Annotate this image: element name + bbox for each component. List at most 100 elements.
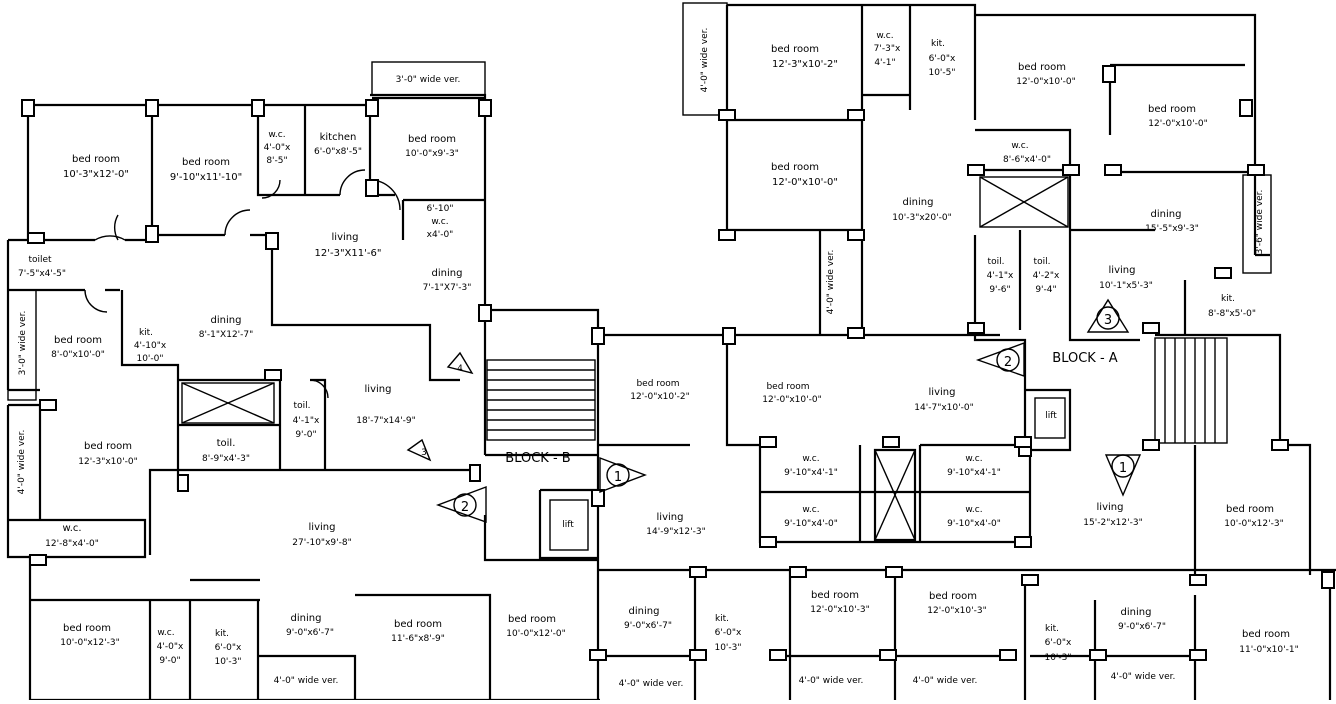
room-dim: 9'-10"x4'-0": [784, 519, 838, 529]
room-name: w.c.: [157, 628, 174, 638]
room-dim: 9'-0"x6'-7": [1118, 622, 1166, 632]
verandah-label: 3'-0" wide ver.: [18, 311, 28, 376]
room-dim: x4'-0": [427, 230, 454, 240]
room-dim: 8'-9"x4'-3": [202, 454, 250, 464]
room-dim: 4'-0"x: [264, 143, 291, 153]
marker-arrow: [406, 438, 432, 462]
room-name: living: [1097, 502, 1124, 513]
room-dim: 4'-10"x: [134, 341, 167, 351]
room-name: bed room: [54, 335, 102, 346]
room-dim: 10'-0"x9'-3": [405, 149, 459, 159]
room-name: bed room: [929, 591, 977, 602]
block-a-label: BLOCK - A: [1052, 351, 1117, 366]
room-dim: 12'-3"x10'-2": [772, 59, 838, 70]
room-dim: 9'-10"x11'-10": [170, 172, 242, 183]
room-dim: 6'-0"x: [215, 643, 242, 653]
room-dim: 10'-0"x12'-3": [1224, 519, 1283, 529]
verandah-label: 4'-0" wide ver.: [826, 250, 836, 315]
lift-label: lift: [562, 520, 574, 530]
room-dim: 9'-0": [295, 430, 316, 440]
room-dim: 10'-3": [1044, 653, 1071, 663]
staircase-block-a: [1154, 337, 1228, 444]
room-name: w.c.: [802, 505, 819, 515]
room-dim: 8'-0"x10'-0": [51, 350, 105, 360]
marker-arrow: [975, 341, 1025, 377]
room-dim: 8'-6"x4'-0": [1003, 155, 1051, 165]
room-dim: 12'-0"x10'-0": [1016, 77, 1075, 87]
room-dim: 6'-10": [426, 204, 453, 214]
room-dim: 9'-0"x6'-7": [286, 628, 334, 638]
room-name: w.c.: [431, 217, 448, 227]
room-dim: 7'-1"X7'-3": [423, 283, 472, 293]
room-name: bed room: [1242, 629, 1290, 640]
room-dim: 10'-3": [714, 643, 741, 653]
room-name: living: [1109, 265, 1136, 276]
room-dim: 6'-0"x8'-5": [314, 147, 362, 157]
room-dim: 12'-0"x10'-0": [772, 177, 838, 188]
room-dim: 12'-3"X11'-6": [315, 248, 382, 259]
room-name: toil.: [1034, 257, 1051, 267]
room-name: bed room: [63, 623, 111, 634]
room-dim: 4'-1"x: [987, 271, 1014, 281]
room-name: bed room: [1148, 104, 1196, 115]
room-name: w.c.: [876, 31, 893, 41]
room-name: w.c.: [62, 523, 81, 534]
room-name: toil.: [294, 401, 311, 411]
room-name: dining: [629, 606, 660, 617]
room-dim: 9'-4": [1035, 285, 1056, 295]
room-name: dining: [291, 613, 322, 624]
room-name: kit.: [139, 328, 153, 338]
room-dim: 10'-5": [928, 68, 955, 78]
room-name: kit.: [1045, 624, 1059, 634]
room-name: bed room: [811, 590, 859, 601]
room-dim: 10'-3": [214, 657, 241, 667]
room-name: bed room: [72, 154, 120, 165]
room-name: w.c.: [965, 505, 982, 515]
room-dim: 14'-7"x10'-0": [914, 403, 973, 413]
room-dim: 9'-10"x4'-0": [947, 519, 1001, 529]
room-dim: 4'-0"x: [157, 642, 184, 652]
room-dim: 9'-10"x4'-1": [947, 468, 1001, 478]
room-name: w.c.: [965, 454, 982, 464]
room-dim: 10'-3"x20'-0": [892, 213, 951, 223]
marker-arrow: [446, 351, 474, 375]
lift-label: lift: [1045, 411, 1057, 421]
marker-arrow: [1086, 298, 1130, 333]
room-dim: 6'-0"x: [929, 54, 956, 64]
room-name: w.c.: [802, 454, 819, 464]
room-name: w.c.: [268, 130, 285, 140]
marker-number: 3: [1104, 313, 1112, 328]
room-name: dining: [903, 197, 934, 208]
room-name: kit.: [215, 629, 229, 639]
room-dim: 11'-0"x10'-1": [1239, 645, 1298, 655]
room-name: bed room: [408, 134, 456, 145]
block-labels: BLOCK - B BLOCK - A lift lift: [505, 351, 1117, 530]
marker-circle: [606, 463, 630, 487]
verandah-label: 4'-0" wide ver.: [619, 679, 684, 689]
room-name: dining: [1151, 209, 1182, 220]
room-dim: 8'-1"X12'-7": [199, 330, 254, 340]
room-name: kit.: [931, 39, 945, 49]
verandah-label: 4'-0" wide ver.: [700, 28, 710, 93]
verandah-label: 3'-6" wide ver.: [1255, 190, 1265, 255]
room-name: bed room: [766, 382, 809, 392]
room-name: living: [929, 387, 956, 398]
room-name: toil.: [217, 438, 236, 449]
room-name: dining: [1121, 607, 1152, 618]
room-name: w.c.: [1011, 141, 1028, 151]
room-name: dining: [432, 268, 463, 279]
room-name: dining: [211, 315, 242, 326]
room-dim: 27'-10"x9'-8": [292, 538, 351, 548]
marker-number: 1: [1119, 461, 1127, 476]
room-name: living: [657, 512, 684, 523]
room-dim: 12'-0"x10'-0": [1148, 119, 1207, 129]
duct-shafts: [181, 176, 1069, 541]
verandah-label: 4'-0" wide ver.: [274, 676, 339, 686]
room-dim: 6'-0"x: [1045, 638, 1072, 648]
columns: [21, 65, 1335, 661]
room-name: living: [309, 522, 336, 533]
marker-number: 3: [421, 448, 427, 458]
room-name: bed room: [84, 441, 132, 452]
